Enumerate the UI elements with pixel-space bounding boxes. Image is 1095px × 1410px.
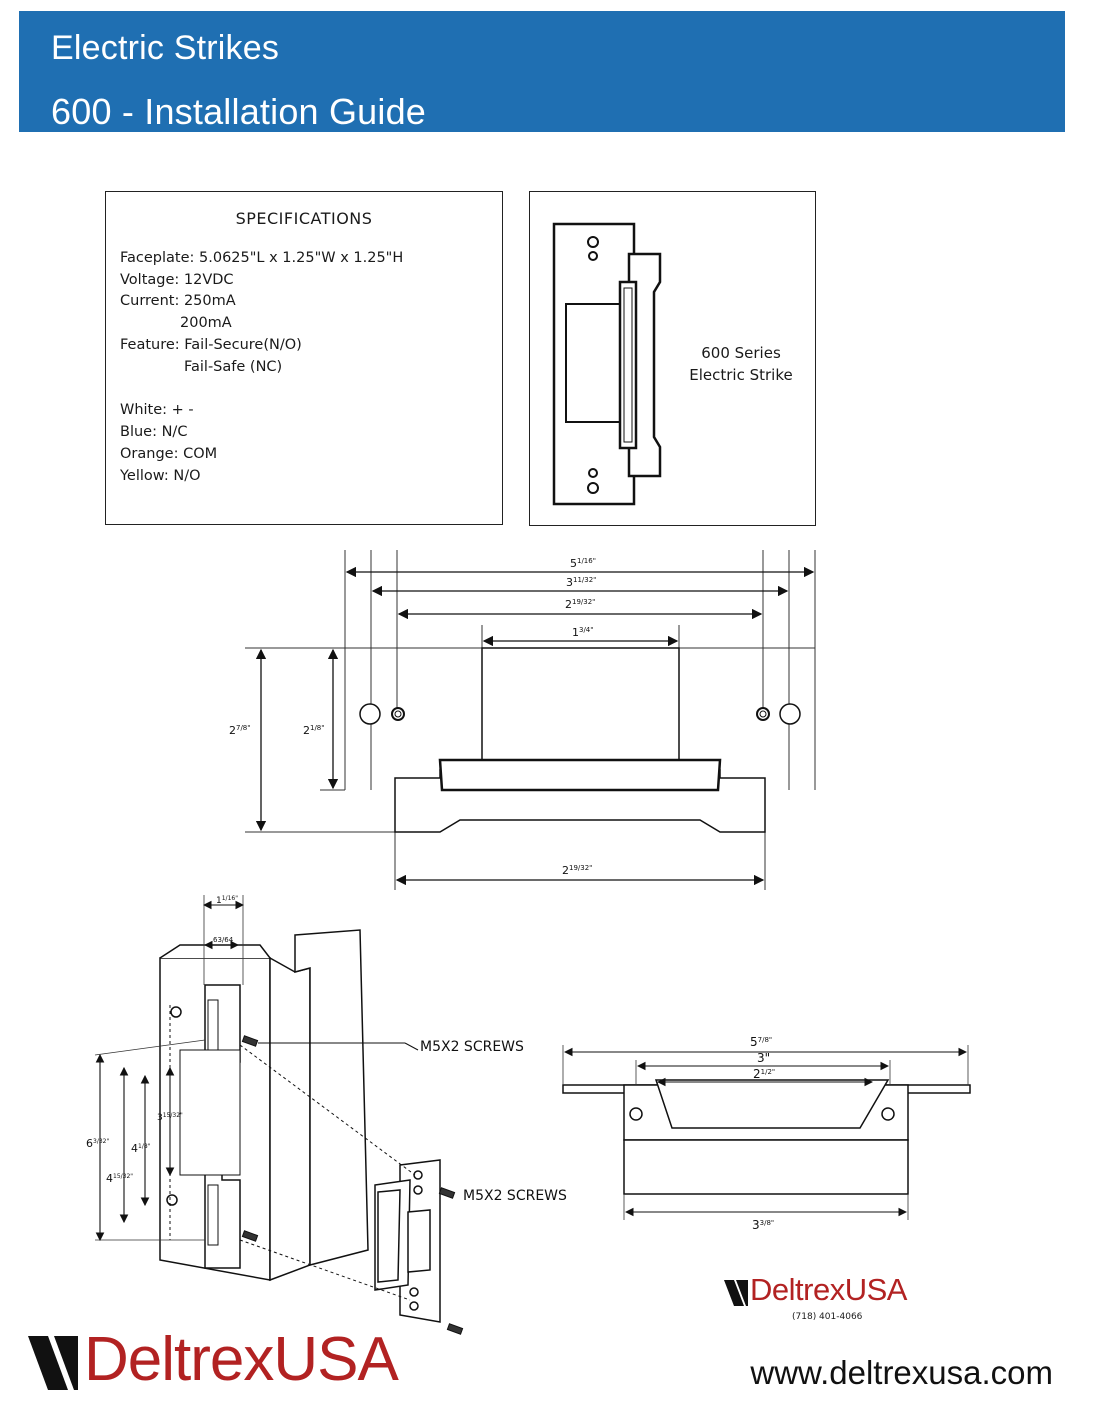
install-leaders	[258, 1042, 419, 1051]
header-title-line1: Electric Strikes	[51, 29, 280, 67]
screw-icons	[241, 1035, 464, 1335]
spec-wire-yellow: Yellow: N/O	[120, 468, 201, 484]
product-caption-line2: Electric Strike	[689, 366, 793, 384]
side-inner-label: 21/2"	[753, 1067, 775, 1081]
install-dim-c: 315/32"	[157, 1112, 183, 1123]
spec-feature-2: Fail-Safe (NC)	[184, 359, 283, 375]
product-picture-box: 600 Series Electric Strike	[529, 191, 816, 526]
side-view-dimension-arrows	[563, 1047, 968, 1217]
specifications-box: SPECIFICATIONS Faceplate: 5.0625"L x 1.2…	[105, 191, 503, 525]
install-dim-b: 63/64	[213, 936, 234, 944]
spec-current-2: 200mA	[180, 315, 232, 331]
side-view-extension-lines	[562, 1045, 969, 1220]
top-drawing-labels: 51/16" 311/32" 219/32" 13/4" 27/8" 21/8"…	[229, 557, 596, 877]
install-dim-a: 11/16"	[216, 895, 238, 906]
brand-phone: (718) 401-4066	[792, 1312, 863, 1322]
dim-second-label: 311/32"	[566, 576, 596, 589]
strike-side-drawing	[359, 647, 801, 833]
top-drawing-dimension-arrows	[255, 566, 815, 886]
install-dim-d: 63/32"	[86, 1137, 109, 1150]
side-view-labels: 57/8" 3" 21/2" 33/8"	[750, 1035, 775, 1232]
install-dimension-labels: 11/16" 63/64 315/32" 63/32" 41/8" 415/32…	[86, 895, 238, 1185]
install-dim-e: 41/8"	[131, 1142, 151, 1155]
spec-wire-orange: Orange: COM	[120, 446, 218, 462]
spec-feature: Feature: Fail-Secure(N/O)	[120, 337, 302, 353]
side-mid-label: 3"	[757, 1051, 770, 1065]
header-banner: Electric Strikes 600 - Installation Guid…	[19, 11, 1065, 132]
screws-label-top: M5X2 SCREWS	[420, 1039, 524, 1055]
strike-front-drawing	[552, 222, 662, 506]
dim-height-plate-label: 21/8"	[303, 724, 325, 737]
spec-voltage: Voltage: 12VDC	[120, 272, 234, 288]
dim-third-label: 219/32"	[565, 598, 595, 611]
strike-unit-drawing	[374, 1159, 441, 1323]
dim-bottom-width-label: 219/32"	[562, 864, 592, 877]
brand-name-small: DeltrexUSA	[750, 1272, 907, 1307]
side-overall-label: 57/8"	[750, 1035, 772, 1049]
brand-mark-large-icon	[28, 1336, 78, 1390]
spec-wire-white: White: + -	[120, 402, 194, 418]
install-guide-lines	[169, 1005, 416, 1301]
screws-label-mid: M5X2 SCREWS	[463, 1188, 567, 1204]
install-extension-lines	[94, 895, 244, 1241]
install-dimension-arrows	[95, 900, 245, 1242]
website-link[interactable]: www.deltrexusa.com	[750, 1354, 1053, 1391]
door-frame-drawing	[159, 929, 369, 1282]
brand-mark-small-icon	[724, 1280, 748, 1306]
product-caption-line1: 600 Series	[701, 344, 781, 362]
side-bottom-label: 33/8"	[752, 1218, 774, 1232]
dim-overall-label: 51/16"	[570, 557, 596, 570]
header-title-line2: 600 - Installation Guide	[51, 91, 427, 132]
spec-wire-blue: Blue: N/C	[120, 424, 188, 440]
dim-body-label: 13/4"	[572, 626, 594, 639]
install-callouts: M5X2 SCREWS M5X2 SCREWS	[420, 1039, 567, 1204]
brand-name-large: DeltrexUSA	[84, 1325, 399, 1394]
side-view-drawing	[562, 1079, 971, 1195]
install-dim-f: 415/32"	[106, 1172, 133, 1185]
specifications-title: SPECIFICATIONS	[235, 209, 373, 228]
dim-height-total-label: 27/8"	[229, 724, 251, 737]
spec-faceplate: Faceplate: 5.0625"L x 1.25"W x 1.25"H	[120, 250, 404, 266]
spec-current: Current: 250mA	[120, 293, 236, 309]
product-caption: 600 Series Electric Strike	[680, 342, 802, 386]
